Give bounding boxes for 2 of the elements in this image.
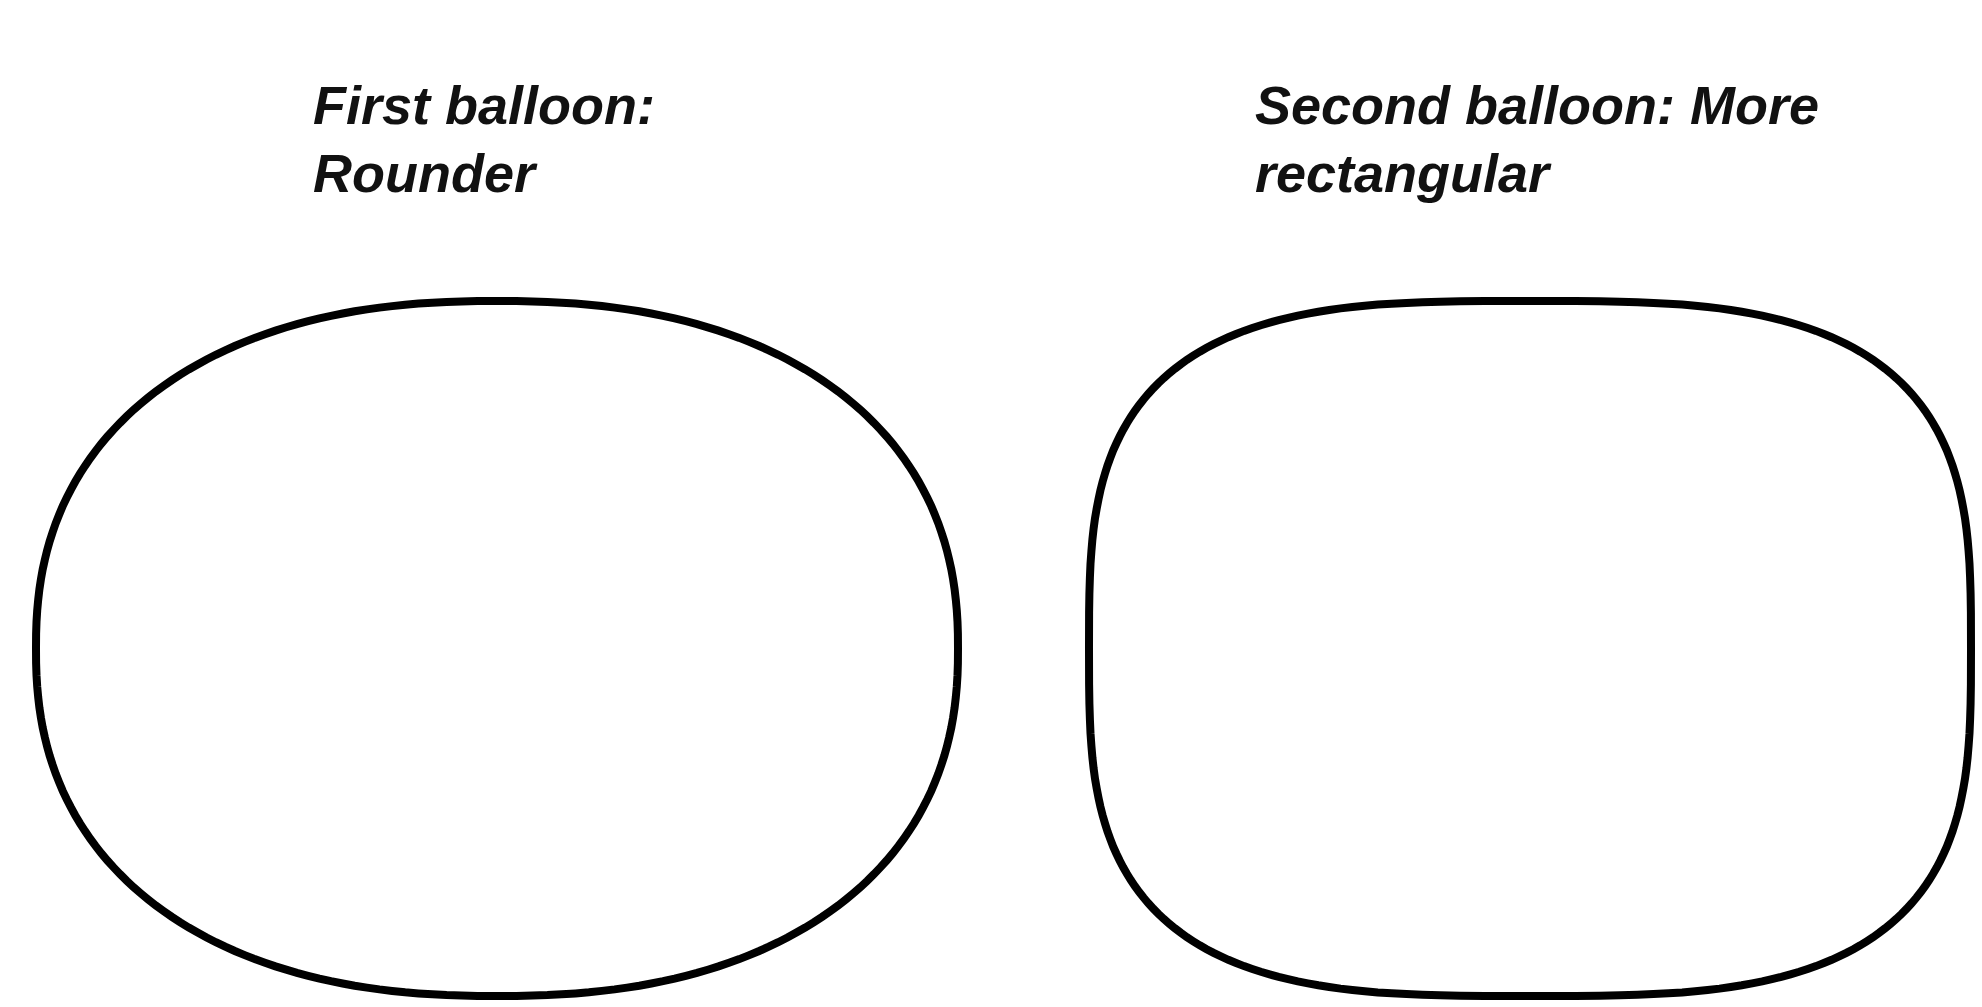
balloon-heading: Second balloon: More rectangular [1255,74,1821,205]
balloon-heading: First balloon: Rounder [313,74,656,205]
